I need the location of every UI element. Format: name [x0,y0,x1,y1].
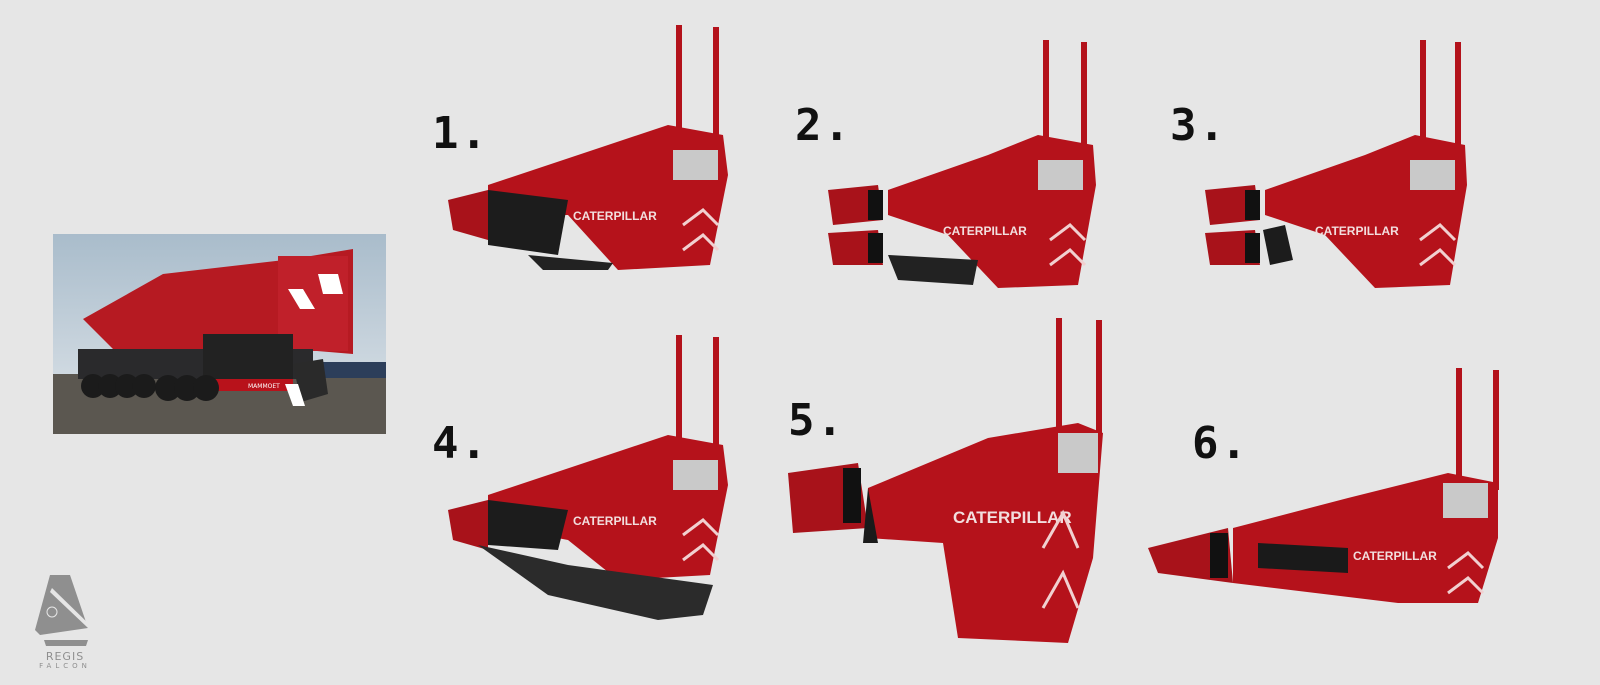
logo-text-regis: REGIS [45,650,85,663]
variant-number: 2. [795,100,852,151]
crane-variant-3: CATERPILLAR [1205,40,1500,304]
variant-number: 4. [432,418,489,469]
photo-label: MAMMOET [248,383,280,390]
reference-photo: MAMMOET [53,234,386,434]
brand-label: CATERPILLAR [573,514,657,528]
brand-label: CATERPILLAR [1353,549,1437,563]
crane-variant-4: CATERPILLAR [448,335,743,639]
brand-label: CATERPILLAR [573,209,657,223]
brand-label: CATERPILLAR [943,224,1027,238]
brand-label: CATERPILLAR [1315,224,1399,238]
variant-number: 1. [432,108,489,159]
variant-number: 6. [1192,418,1249,469]
variant-number: 5. [788,395,845,446]
logo-text-falcon: FALCON [39,662,91,670]
crane-variant-5: CATERPILLAR [788,318,1108,662]
crane-variant-2: CATERPILLAR [828,40,1123,304]
variant-number: 3. [1170,100,1227,151]
regis-falcon-logo-icon [35,575,90,646]
crane-variant-1: CATERPILLAR [448,25,743,289]
crane-variant-6: CATERPILLAR [1148,368,1508,632]
regis-falcon-logo: REGIS FALCON [30,570,100,670]
brand-label: CATERPILLAR [953,508,1072,527]
